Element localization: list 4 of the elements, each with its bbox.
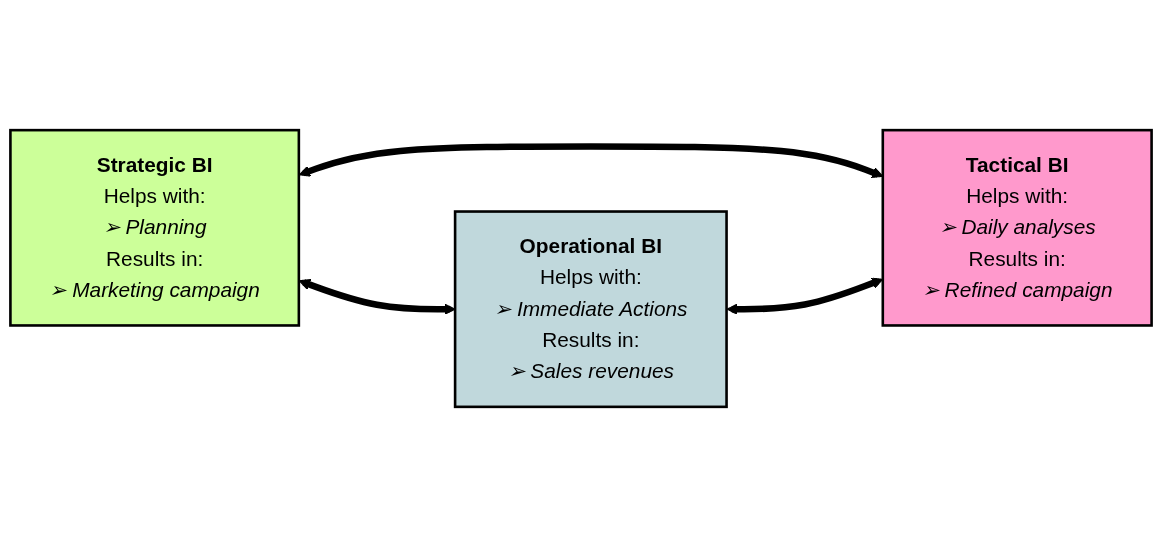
node-box: Tactical BI Helps with: ➢ Daily analyses Results in: ➢ Refined campaign — [881, 128, 1153, 327]
node-box: Operational BI Helps with: ➢ Immediate Actions Results in: ➢ Sales revenues — [453, 210, 728, 409]
arrow — [298, 278, 456, 315]
node-box: Strategic BI Helps with: ➢ Planning Results in: ➢ Marketing campaign — [9, 128, 301, 327]
